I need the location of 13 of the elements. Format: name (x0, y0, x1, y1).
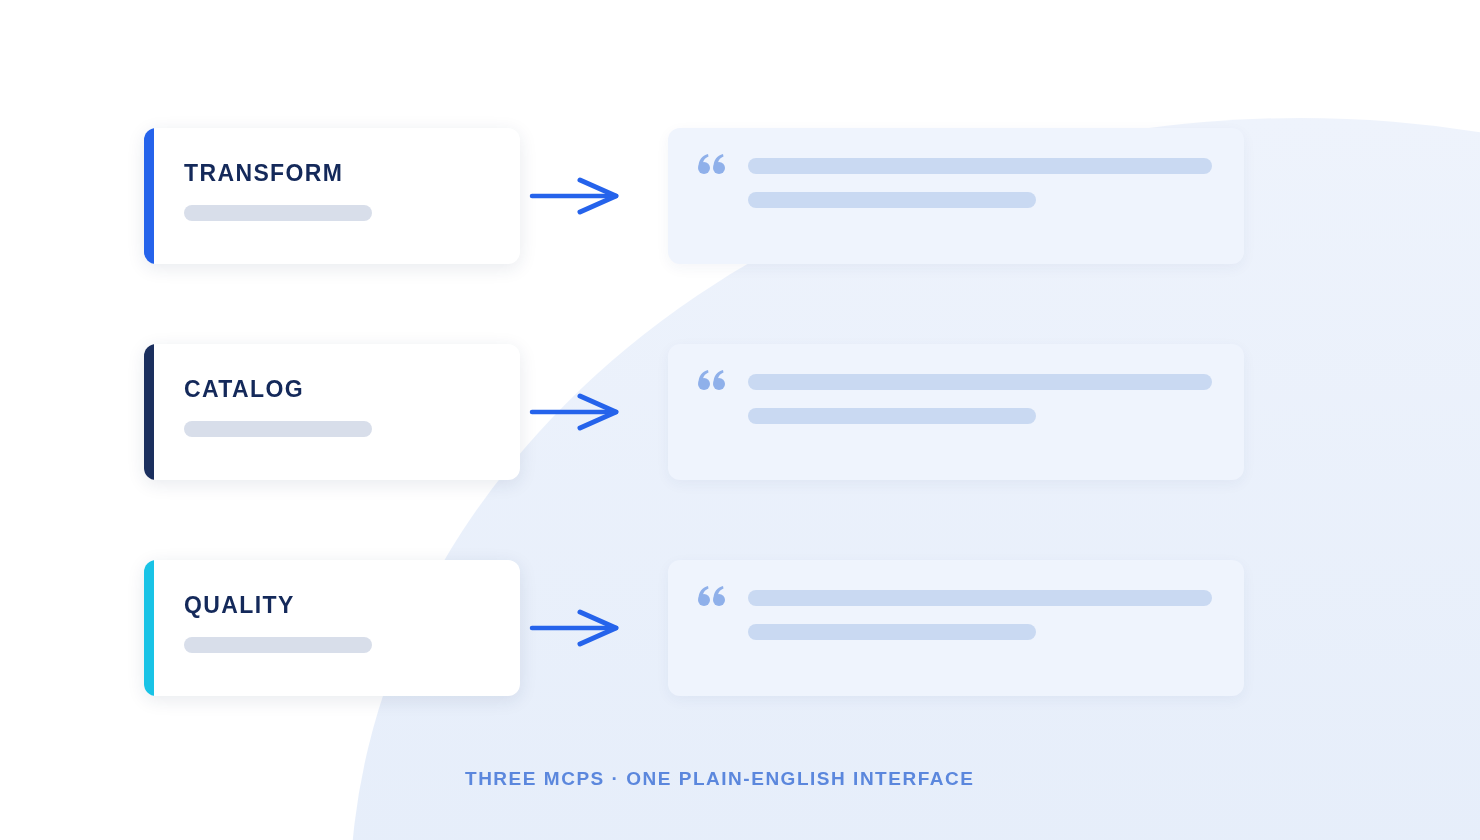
arrow (529, 393, 619, 431)
quote-card (668, 560, 1244, 696)
caption: THREE MCPS · ONE PLAIN-ENGLISH INTERFACE (465, 767, 975, 791)
category-card (144, 560, 520, 696)
arrow (529, 177, 619, 215)
card-title: QUALITY (184, 594, 295, 617)
quote-card (668, 128, 1244, 264)
category-card (144, 344, 520, 480)
card-title: CATALOG (184, 378, 304, 401)
arrow (529, 609, 619, 647)
category-card (144, 128, 520, 264)
card-title: TRANSFORM (184, 162, 344, 185)
quote-card (668, 344, 1244, 480)
